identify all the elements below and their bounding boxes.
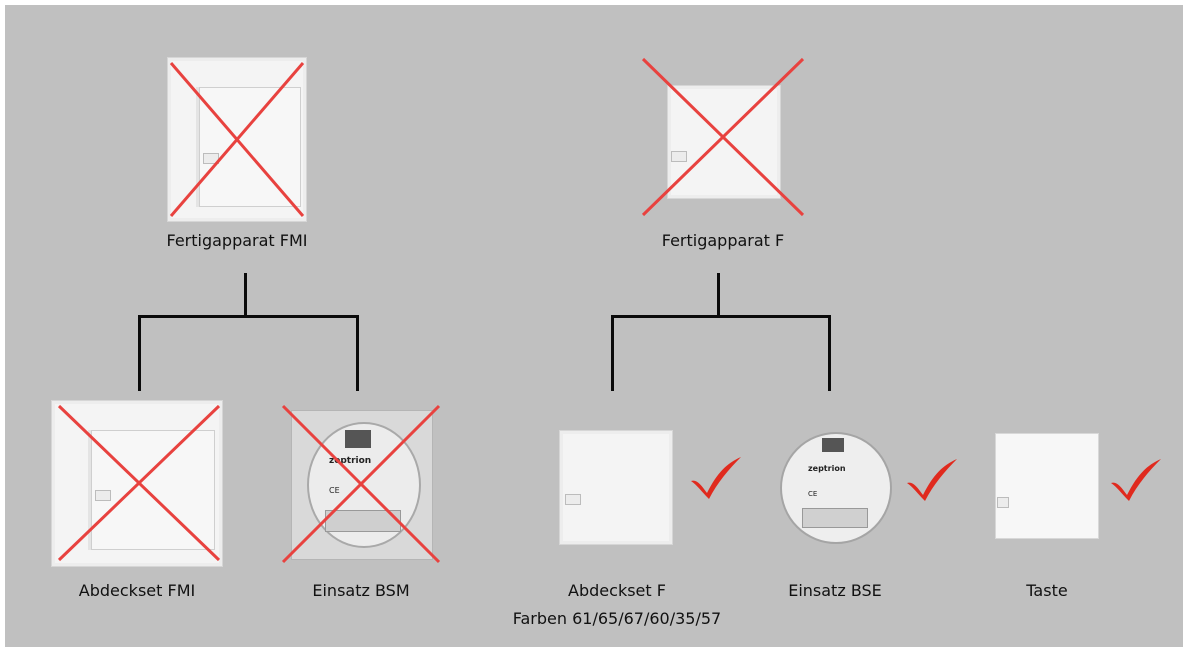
- fertigapparat-f-image: [639, 55, 809, 225]
- tree-drop-abdeckset-fmi: [138, 315, 141, 391]
- abdeckset-fmi-image: [51, 400, 223, 567]
- abdeckset-fmi-label: Abdeckset FMI: [78, 581, 196, 600]
- device-brand-text: zeptrion: [808, 464, 846, 473]
- abdeckset-f-image: [559, 430, 673, 545]
- ce-mark-text: CE: [808, 490, 818, 498]
- tree-bar-left: [138, 315, 359, 318]
- tree-bar-right: [611, 315, 831, 318]
- tree-drop-einsatz-bse: [828, 315, 831, 391]
- fertigapparat-fmi-image: [167, 57, 307, 222]
- taste-label: Taste: [1026, 581, 1068, 600]
- red-checkmark-icon: [907, 459, 957, 501]
- diagram-canvas: Fertigapparat FMI Abdeckset FMI zeptrion…: [5, 5, 1183, 647]
- red-checkmark-icon: [1111, 459, 1161, 501]
- tree-drop-einsatz-bsm: [356, 315, 359, 391]
- tree-drop-abdeckset-f: [611, 315, 614, 391]
- einsatz-bse-label: Einsatz BSE: [788, 581, 882, 600]
- einsatz-bsm-image: zeptrion CE: [277, 400, 445, 568]
- ce-mark-text: CE: [329, 486, 340, 495]
- tree-stem-right: [717, 273, 720, 317]
- farben-label: Farben 61/65/67/60/35/57: [512, 609, 722, 628]
- taste-image: [995, 433, 1099, 539]
- einsatz-bsm-label: Einsatz BSM: [312, 581, 410, 600]
- abdeckset-f-label: Abdeckset F: [568, 581, 666, 600]
- red-checkmark-icon: [691, 457, 741, 499]
- tree-stem-left: [244, 273, 247, 317]
- fertigapparat-f-label: Fertigapparat F: [661, 231, 785, 250]
- device-brand-text: zeptrion: [329, 456, 372, 466]
- einsatz-bse-image: zeptrion CE: [778, 430, 892, 545]
- fertigapparat-fmi-label: Fertigapparat FMI: [166, 231, 308, 250]
